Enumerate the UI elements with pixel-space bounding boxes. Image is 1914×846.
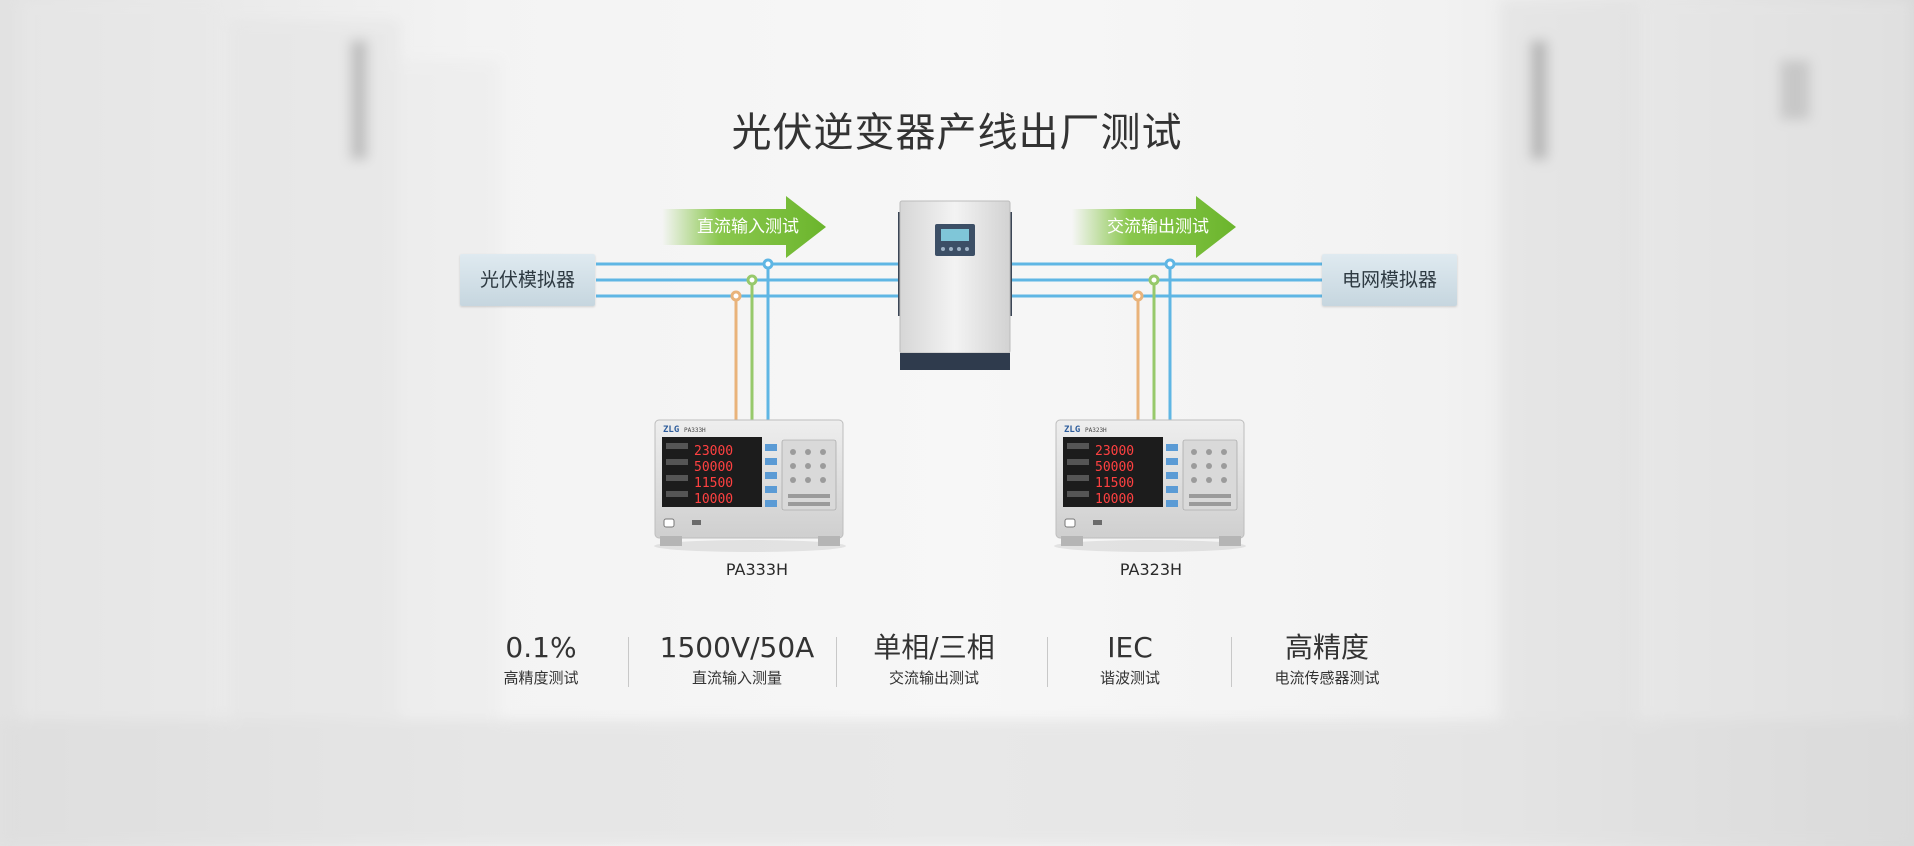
ac-arrow-label: 交流输出测试 — [1107, 217, 1209, 237]
power-analyzer-right: ZLG PA323H 23000 50000 11500 10000 — [1054, 419, 1246, 552]
reading-1: 23000 — [694, 444, 733, 459]
power-analyzer-left: ZLG PA333H 23000 50000 11500 10000 — [654, 419, 846, 552]
stat-ac-output: 单相/三相 交流输出测试 — [834, 630, 1034, 690]
model-plate-left: PA333H — [684, 427, 706, 434]
stat-label: 谐波测试 — [1099, 669, 1160, 687]
dc-arrow — [662, 196, 826, 258]
brand-logo-left: ZLG — [663, 425, 679, 435]
stat-value: 单相/三相 — [873, 631, 995, 664]
page-title: 光伏逆变器产线出厂测试 — [731, 110, 1183, 156]
stat-label: 直流输入测量 — [691, 669, 782, 687]
stat-sensor: 高精度 电流传感器测试 — [1227, 630, 1427, 690]
stat-dc-input: 1500V/50A 直流输入测量 — [637, 630, 837, 690]
reading-4: 10000 — [1095, 492, 1134, 507]
stat-value: 1500V/50A — [659, 631, 815, 664]
stat-label: 交流输出测试 — [888, 669, 979, 687]
stat-divider — [1047, 637, 1048, 687]
stat-divider — [628, 637, 629, 687]
brand-logo-right: ZLG — [1064, 425, 1080, 435]
model-plate-right: PA323H — [1085, 427, 1107, 434]
reading-2: 50000 — [1095, 460, 1134, 475]
pv-simulator-box: 光伏模拟器 — [460, 254, 595, 306]
inverter-device — [898, 200, 1012, 370]
stat-divider — [836, 637, 837, 687]
stat-label: 电流传感器测试 — [1274, 669, 1380, 687]
model-label-pa333h: PA333H — [725, 560, 789, 579]
reading-2: 50000 — [694, 460, 733, 475]
stat-divider — [1231, 637, 1232, 687]
ac-bus-lines — [1012, 262, 1322, 298]
stat-label: 高精度测试 — [503, 669, 579, 687]
reading-3: 11500 — [694, 476, 733, 491]
display-readings-right: 23000 50000 11500 10000 — [1095, 444, 1134, 507]
display-readings-left: 23000 50000 11500 10000 — [694, 444, 733, 507]
stat-accuracy: 0.1% 高精度测试 — [441, 630, 641, 690]
grid-simulator-box: 电网模拟器 — [1322, 254, 1457, 306]
stat-harmonic: IEC 谐波测试 — [1030, 630, 1230, 690]
stat-value: IEC — [1107, 631, 1153, 664]
reading-1: 23000 — [1095, 444, 1134, 459]
pv-simulator-label: 光伏模拟器 — [479, 269, 575, 291]
dc-arrow-label: 直流输入测试 — [697, 217, 799, 237]
reading-3: 11500 — [1095, 476, 1134, 491]
grid-simulator-label: 电网模拟器 — [1341, 269, 1437, 291]
model-label-pa323h: PA323H — [1119, 560, 1183, 579]
dc-measure-wires — [730, 258, 774, 420]
stat-value: 0.1% — [505, 631, 577, 664]
ac-arrow — [1072, 196, 1236, 258]
ac-measure-wires — [1132, 258, 1176, 420]
reading-4: 10000 — [694, 492, 733, 507]
stat-value: 高精度 — [1284, 631, 1369, 664]
